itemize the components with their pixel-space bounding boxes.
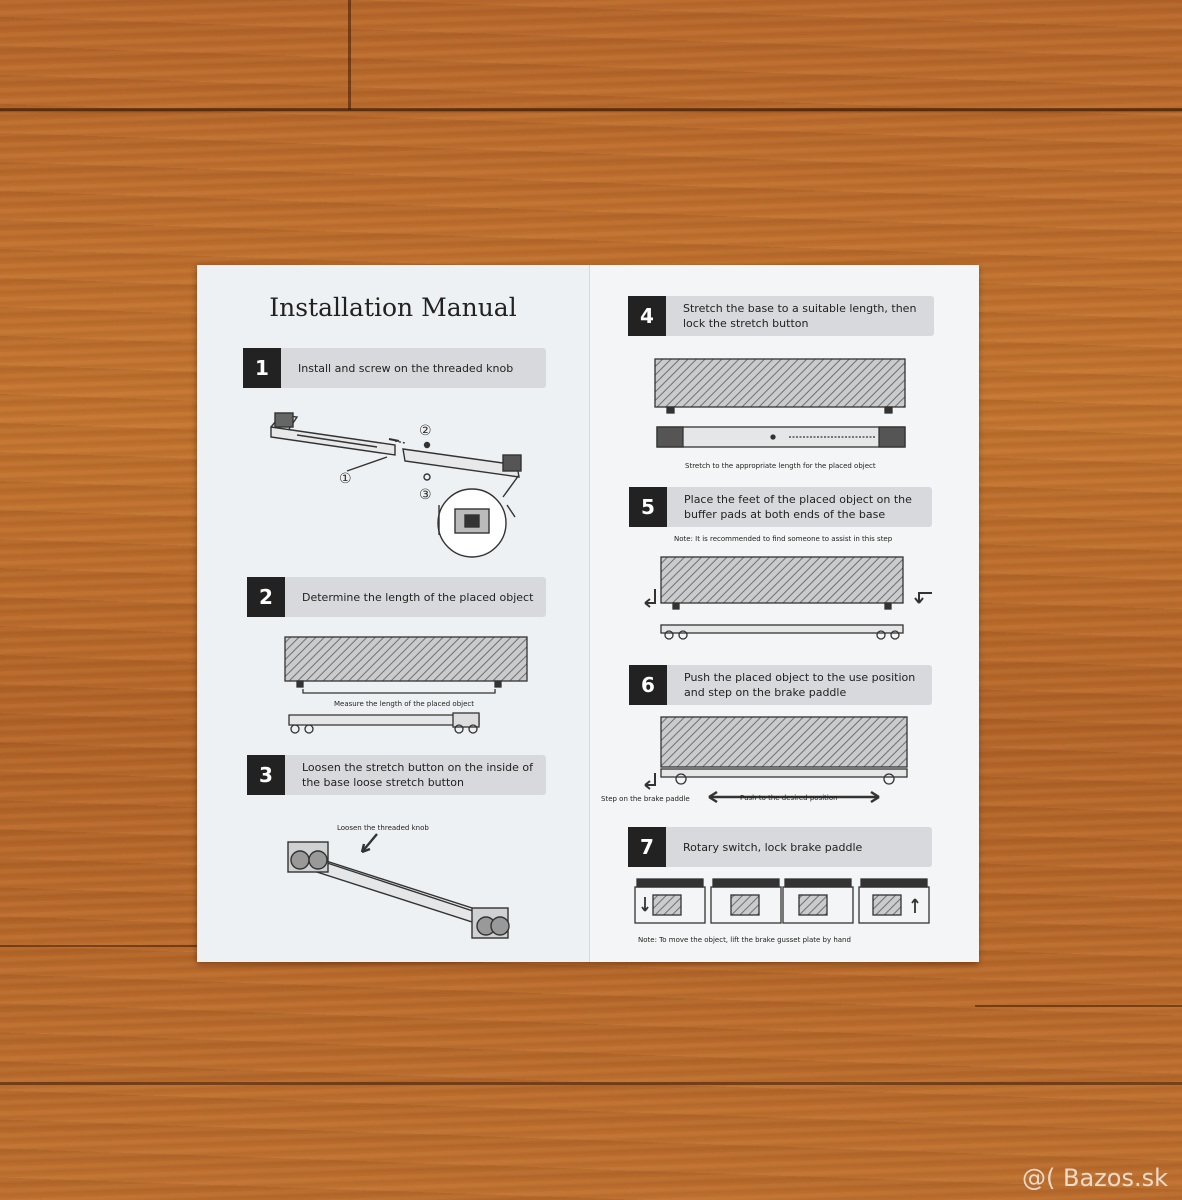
caption-loosen-knob: Loosen the threaded knob xyxy=(337,824,429,832)
step-text: Loosen the stretch button on the inside … xyxy=(302,761,534,789)
caption-step-brake: Step on the brake paddle xyxy=(601,795,690,803)
caption-note-5: Note: It is recommended to find someone … xyxy=(674,535,893,543)
step-text: Rotary switch, lock brake paddle xyxy=(683,840,863,854)
step-text: Determine the length of the placed objec… xyxy=(302,590,534,604)
step-number: 5 xyxy=(629,487,667,527)
floor-seam xyxy=(0,1082,1182,1085)
manual-title: Installation Manual xyxy=(269,293,517,322)
caption-measure: Measure the length of the placed object xyxy=(334,700,474,708)
step-1-header: 1 Install and screw on the threaded knob xyxy=(243,348,546,388)
marker-3: ③ xyxy=(419,487,432,503)
floor-seam xyxy=(975,1005,1182,1007)
caption-stretch: Stretch to the appropriate length for th… xyxy=(685,462,876,470)
step-4-illustration xyxy=(654,358,906,448)
watermark: @( Bazos.sk xyxy=(1022,1164,1168,1192)
step-number: 1 xyxy=(243,348,281,388)
step-2-illustration xyxy=(284,636,528,734)
caption-note-7: Note: To move the object, lift the brake… xyxy=(638,936,851,944)
step-5-header: 5 Place the feet of the placed object on… xyxy=(629,487,932,527)
step-3-header: 3 Loosen the stretch button on the insid… xyxy=(247,755,546,795)
step-3-illustration xyxy=(287,833,510,939)
step-5-illustration xyxy=(644,556,932,640)
step-4-header: 4 Stretch the base to a suitable length,… xyxy=(628,296,934,336)
step-number: 2 xyxy=(247,577,285,617)
step-6-illustration xyxy=(644,716,908,804)
floor-seam xyxy=(0,108,1182,111)
step-1-illustration: ① ② ③ xyxy=(270,412,522,558)
step-2-header: 2 Determine the length of the placed obj… xyxy=(247,577,546,617)
marker-1: ① xyxy=(339,471,352,487)
caption-push: Push to the desired position xyxy=(740,794,838,802)
step-7-illustration xyxy=(634,878,930,924)
step-number: 6 xyxy=(629,665,667,705)
floor-seam xyxy=(348,0,351,110)
step-number: 4 xyxy=(628,296,666,336)
step-text: Install and screw on the threaded knob xyxy=(298,361,514,375)
installation-leaflet: Installation Manual 1 Install and screw … xyxy=(197,265,979,962)
step-number: 3 xyxy=(247,755,285,795)
step-text: Push the placed object to the use positi… xyxy=(684,671,916,699)
step-6-header: 6 Push the placed object to the use posi… xyxy=(629,665,932,705)
floor-seam xyxy=(0,945,200,947)
step-text: Place the feet of the placed object on t… xyxy=(684,493,912,521)
step-7-header: 7 Rotary switch, lock brake paddle xyxy=(628,827,932,867)
marker-2: ② xyxy=(419,423,432,439)
step-number: 7 xyxy=(628,827,666,867)
step-text: Stretch the base to a suitable length, t… xyxy=(683,302,917,330)
